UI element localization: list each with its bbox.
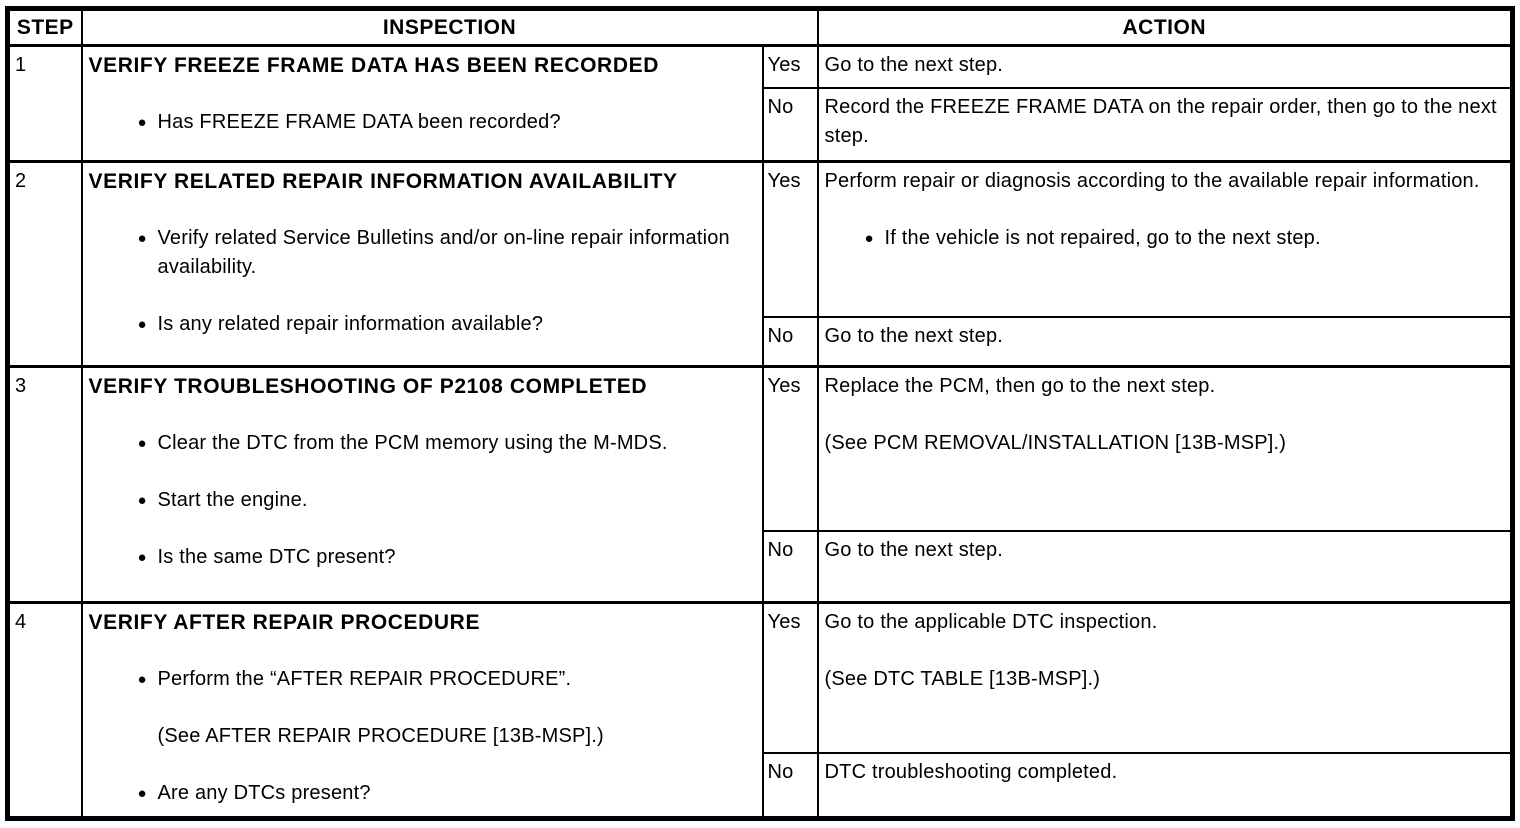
step-column-header: STEP: [6, 7, 83, 47]
bullet-icon: ●: [864, 230, 874, 248]
inspection-cell: VERIFY RELATED REPAIR INFORMATION AVAILA…: [80, 160, 764, 368]
step-3-no-row: No Go to the next step.: [8, 529, 1514, 604]
bullet-icon: ●: [137, 114, 147, 131]
inspection-column-header: INSPECTION: [80, 7, 819, 47]
action-text: Go to the next step.: [824, 538, 1004, 561]
bullet-text: If the vehicle is not repaired, go to th…: [884, 227, 1321, 250]
step-2-no-row: No Go to the next step.: [8, 315, 1514, 368]
bullet-icon: ●: [137, 670, 147, 688]
action-yes-cell: Replace the PCM, then go to the next ste…: [816, 365, 1514, 532]
action-text: Replace the PCM, then go to the next ste…: [824, 375, 1216, 398]
action-no-cell: Go to the next step.: [816, 315, 1514, 368]
inspection-cell: VERIFY AFTER REPAIR PROCEDURE ● Perform …: [80, 600, 764, 820]
bullet-icon: ●: [137, 492, 147, 510]
bullet-icon: ●: [137, 316, 147, 334]
bullet-text: Are any DTCs present?: [157, 781, 371, 804]
step-number: 3: [6, 365, 83, 604]
yes-label-cell: Yes: [761, 44, 819, 90]
bullet-text: Is the same DTC present?: [157, 546, 396, 569]
header-row: STEP INSPECTION ACTION: [6, 7, 1514, 47]
bullet-item: ● If the vehicle is not repaired, go to …: [825, 224, 1504, 253]
action-text: DTC troubleshooting completed.: [824, 761, 1118, 784]
bullet-item: ● Has FREEZE FRAME DATA been recorded?: [89, 108, 748, 137]
bullet-item: ● Are any DTCs present?: [89, 779, 748, 808]
bullet-text: Perform the “AFTER REPAIR PROCEDURE”.: [157, 667, 572, 690]
step-number: 2: [6, 160, 83, 368]
action-text: Go to the next step.: [824, 54, 1004, 76]
bullet-text: Is any related repair information availa…: [157, 313, 544, 336]
step-1-yes-row: 1 VERIFY FREEZE FRAME DATA HAS BEEN RECO…: [6, 43, 1514, 163]
bullet-text: Start the engine.: [157, 489, 308, 512]
step-4-yes-row: 4 VERIFY AFTER REPAIR PROCEDURE ● Perfor…: [6, 600, 1514, 820]
see-reference: (See AFTER REPAIR PROCEDURE [13B-MSP].): [157, 724, 604, 747]
action-yes-cell: Perform repair or diagnosis according to…: [816, 160, 1514, 318]
see-reference: (See DTC TABLE [13B-MSP].): [824, 667, 1101, 690]
action-text: Record the FREEZE FRAME DATA on the repa…: [824, 96, 1497, 148]
yes-label-cell: Yes: [761, 365, 819, 532]
action-text: Perform repair or diagnosis according to…: [824, 170, 1480, 193]
bullet-item: ● Is the same DTC present?: [89, 543, 748, 572]
yes-label-cell: Yes: [761, 600, 819, 755]
bullet-icon: ●: [137, 784, 147, 802]
step-number: 1: [6, 43, 83, 163]
action-no-cell: Go to the next step.: [816, 529, 1514, 604]
action-column-header: ACTION: [816, 7, 1514, 47]
dtc-troubleshooting-table: STEP INSPECTION ACTION 1 VERIFY FREEZE F…: [5, 6, 1515, 821]
action-text: Go to the next step.: [824, 324, 1004, 347]
no-label-cell: No: [761, 752, 819, 820]
action-yes-cell: Go to the applicable DTC inspection. (Se…: [816, 600, 1514, 755]
bullet-item: ● Perform the “AFTER REPAIR PROCEDURE”.: [89, 665, 748, 694]
step-1-no-row: No Record the FREEZE FRAME DATA on the r…: [8, 87, 1514, 163]
bullet-item: ● Is any related repair information avai…: [89, 310, 748, 339]
inspection-title: VERIFY RELATED REPAIR INFORMATION AVAILA…: [88, 170, 678, 194]
bullet-text: Clear the DTC from the PCM memory using …: [157, 432, 668, 455]
action-yes-cell: Go to the next step.: [816, 44, 1514, 90]
no-label-cell: No: [761, 87, 819, 163]
inspection-title: VERIFY AFTER REPAIR PROCEDURE: [88, 610, 481, 634]
step-number: 4: [6, 600, 83, 820]
step-2-yes-row: 2 VERIFY RELATED REPAIR INFORMATION AVAI…: [6, 160, 1514, 368]
bullet-text: Verify related Service Bulletins and/or …: [157, 227, 730, 279]
step-3-yes-row: 3 VERIFY TROUBLESHOOTING OF P2108 COMPLE…: [6, 365, 1514, 604]
inspection-cell: VERIFY FREEZE FRAME DATA HAS BEEN RECORD…: [80, 43, 764, 163]
action-text: Go to the applicable DTC inspection.: [824, 610, 1158, 633]
inspection-title: VERIFY FREEZE FRAME DATA HAS BEEN RECORD…: [88, 54, 659, 77]
no-label-cell: No: [761, 315, 819, 368]
action-no-cell: DTC troubleshooting completed.: [816, 752, 1514, 820]
step-4-no-row: No DTC troubleshooting completed.: [8, 752, 1514, 820]
bullet-icon: ●: [137, 549, 147, 567]
yes-label-cell: Yes: [761, 160, 819, 318]
bullet-item: ● Start the engine.: [89, 486, 748, 515]
bullet-icon: ●: [137, 230, 147, 248]
bullet-item: ● Clear the DTC from the PCM memory usin…: [89, 429, 748, 458]
bullet-text: Has FREEZE FRAME DATA been recorded?: [157, 111, 561, 133]
see-reference: (See PCM REMOVAL/INSTALLATION [13B-MSP].…: [824, 432, 1287, 455]
inspection-cell: VERIFY TROUBLESHOOTING OF P2108 COMPLETE…: [80, 365, 764, 604]
bullet-item: ● Verify related Service Bulletins and/o…: [89, 224, 748, 282]
inspection-title: VERIFY TROUBLESHOOTING OF P2108 COMPLETE…: [88, 375, 648, 399]
no-label-cell: No: [761, 529, 819, 604]
action-no-cell: Record the FREEZE FRAME DATA on the repa…: [816, 87, 1514, 163]
bullet-icon: ●: [137, 435, 147, 453]
